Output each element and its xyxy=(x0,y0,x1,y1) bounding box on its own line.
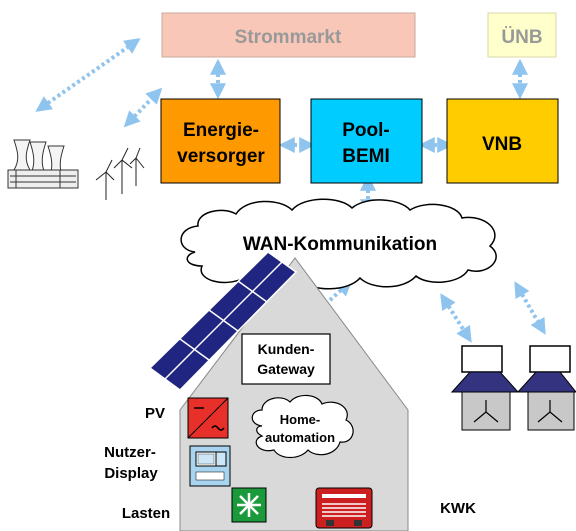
house-body xyxy=(179,257,409,531)
snowflake-load-icon xyxy=(231,487,267,523)
vnb-box xyxy=(446,98,559,184)
strommarkt-box xyxy=(161,12,416,58)
user-display-icon xyxy=(189,445,231,487)
solar-roof-panels xyxy=(148,251,298,391)
kwk-unit-icon xyxy=(315,487,373,529)
lasten-label: Lasten xyxy=(122,505,170,522)
arrow-powerplant-strommarkt xyxy=(35,38,141,112)
home-automation-cloud-shape xyxy=(251,394,354,459)
energieversorger-box xyxy=(160,98,281,184)
kunden-gateway-label-line2: Gateway xyxy=(257,361,315,377)
wind-turbines-icon xyxy=(95,147,145,200)
kwk-station-2 xyxy=(516,345,576,431)
kunden-gateway-box xyxy=(241,333,331,385)
uenb-label: ÜNB xyxy=(501,27,542,48)
kunden-gateway-label-line1: Kunden- xyxy=(258,341,315,357)
arrow-wan-kwk1 xyxy=(440,293,472,343)
arrow-wan-kwk2 xyxy=(514,281,546,335)
wan-label: WAN-Kommunikation xyxy=(243,234,437,255)
energieversorger-label-line1: Energie- xyxy=(183,120,259,141)
home-automation-label-line2: automation xyxy=(265,430,335,445)
power-plant-icon xyxy=(7,139,79,189)
pool-bemi-label-line1: Pool- xyxy=(342,120,390,141)
strommarkt-label: Strommarkt xyxy=(235,27,342,48)
pool-bemi-box xyxy=(310,98,423,184)
nutzer-display-label-line1: Nutzer- xyxy=(104,444,156,461)
vnb-label: VNB xyxy=(482,134,522,155)
uenb-box xyxy=(487,12,557,58)
kwk-station-1 xyxy=(450,345,520,431)
home-automation-label-line1: Home- xyxy=(280,412,320,427)
pool-bemi-label-line2: BEMI xyxy=(342,146,390,167)
energieversorger-label-line2: versorger xyxy=(177,146,265,167)
pv-label: PV xyxy=(145,405,165,422)
arrow-wind-strommarkt xyxy=(123,87,163,128)
kwk-label: KWK xyxy=(440,500,476,517)
nutzer-display-label-line2: Display xyxy=(104,465,158,482)
pv-inverter-icon xyxy=(187,397,229,439)
